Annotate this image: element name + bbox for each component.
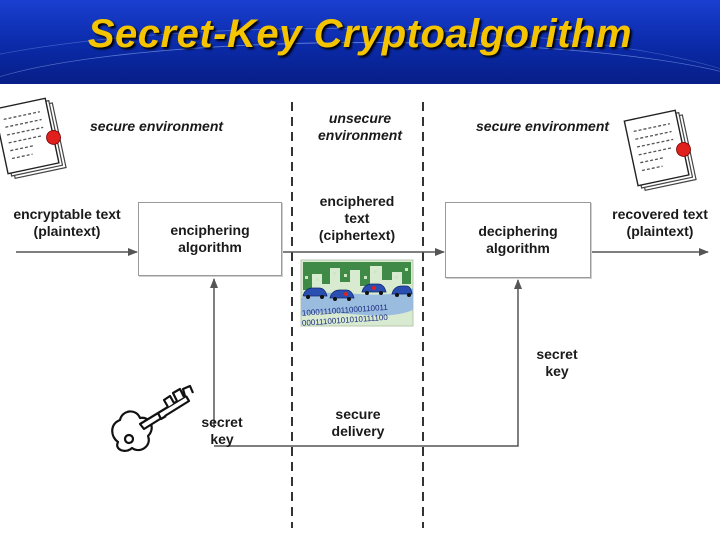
key-icon [111, 384, 195, 452]
arrow-secure-delivery [214, 279, 522, 447]
secret-key-left-line2: key [210, 431, 234, 447]
enciphering-algorithm-label: enciphering algorithm [170, 222, 249, 256]
ciphertext-label: enciphered text (ciphertext) [304, 193, 410, 244]
enciphering-algorithm-box: enciphering algorithm [138, 202, 282, 276]
input-text-label: encryptable text (plaintext) [4, 206, 130, 240]
title-decoration [0, 28, 720, 84]
zone-label-right: secure environment [476, 118, 610, 134]
ciphertext-line2: text [344, 210, 370, 226]
deciphering-line1: deciphering [478, 223, 558, 239]
enciphering-line2: algorithm [178, 239, 242, 255]
enciphering-line1: enciphering [170, 222, 250, 238]
secret-key-right-line1: secret [536, 346, 578, 362]
ciphertext-line1: enciphered [319, 193, 395, 209]
zone-label-middle-line2: environment [317, 127, 402, 143]
secure-delivery-line2: delivery [331, 423, 385, 439]
encrypted-traffic-icon: 10001110011000110011 0001110010101011110… [300, 259, 414, 328]
zone-label-middle: unsecure environment [302, 110, 418, 144]
zone-label-middle-line1: unsecure [328, 110, 392, 126]
certificate-icon [623, 109, 697, 192]
input-text-line1: encryptable text [13, 206, 121, 222]
secret-key-left-line1: secret [201, 414, 243, 430]
title-bar: Secret-Key Cryptoalgorithm [0, 0, 720, 84]
diagram: 10001110011000110011 0001110010101011110… [0, 84, 720, 540]
output-text-line1: recovered text [612, 206, 708, 222]
secret-key-right-line2: key [545, 363, 569, 379]
zone-label-left: secure environment [90, 118, 224, 134]
deciphering-algorithm-box: deciphering algorithm [445, 202, 591, 278]
secret-key-left-label: secret key [198, 414, 246, 448]
certificate-icon [0, 97, 67, 180]
deciphering-line2: algorithm [486, 240, 550, 256]
output-text-label: recovered text (plaintext) [604, 206, 716, 240]
slide-title: Secret-Key Cryptoalgorithm [87, 12, 633, 56]
secure-delivery-label: secure delivery [318, 406, 398, 440]
ciphertext-line3: (ciphertext) [318, 227, 396, 243]
secret-key-right-label: secret key [532, 346, 582, 380]
deciphering-algorithm-label: deciphering algorithm [478, 223, 557, 257]
output-text-line2: (plaintext) [626, 223, 694, 239]
input-text-line2: (plaintext) [33, 223, 101, 239]
secure-delivery-line1: secure [335, 406, 381, 422]
diagram-graphics: 10001110011000110011 0001110010101011110… [0, 97, 709, 528]
